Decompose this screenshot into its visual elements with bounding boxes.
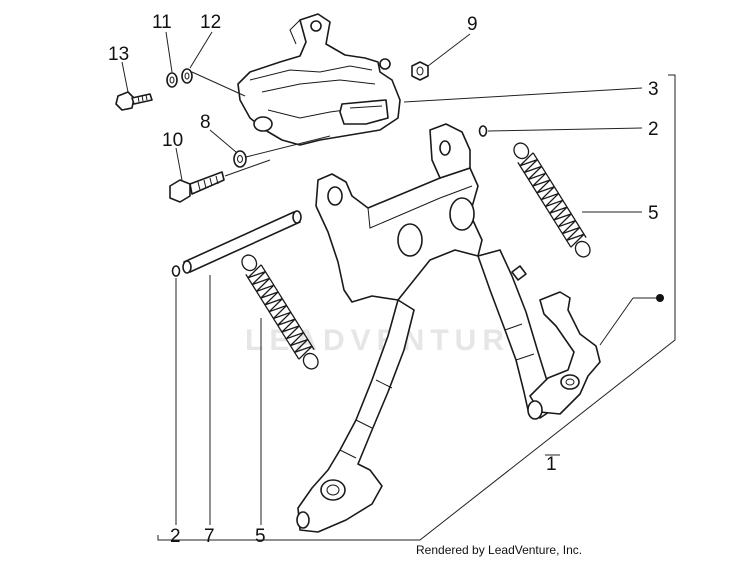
washer-8-part (233, 150, 247, 168)
leader-8 (209, 129, 237, 153)
spring-5-left-part (241, 254, 319, 370)
leader-12 (189, 31, 213, 69)
leader-8b (245, 135, 331, 158)
leader-dot (656, 294, 664, 302)
callout-2-lower: 2 (170, 526, 181, 547)
callout-9: 9 (467, 14, 478, 35)
leader-stand (599, 297, 634, 346)
callout-5-left: 5 (255, 526, 266, 547)
bolt-10-part (169, 171, 225, 203)
mount-bracket-part (237, 13, 401, 146)
spring-5-right-part (513, 142, 591, 258)
leader-10 (175, 147, 183, 181)
leader-9 (427, 33, 471, 67)
nut-9-part (411, 61, 429, 81)
assembly-bracket-line (157, 74, 676, 541)
callout-8: 8 (200, 112, 211, 133)
leader-2-upper (487, 127, 643, 132)
washer-12-part (181, 68, 193, 84)
leader-12b (191, 71, 246, 97)
leader-3 (403, 87, 643, 103)
callout-2-upper: 2 (648, 119, 659, 140)
clip-2-lower-part (171, 265, 181, 277)
callout-5-right: 5 (648, 203, 659, 224)
footer-credit: Rendered by LeadVenture, Inc. (416, 543, 582, 557)
center-stand-part (296, 123, 601, 533)
callout-10: 10 (162, 130, 183, 151)
washer-11-part (166, 72, 178, 88)
shaft-7-part (182, 210, 302, 274)
leader-11 (165, 31, 173, 73)
leader-10b (224, 159, 271, 177)
callout-13: 13 (108, 44, 129, 65)
callout-11: 11 (152, 12, 172, 33)
callout-12: 12 (200, 12, 221, 33)
callout-3: 3 (648, 79, 659, 100)
bolt-13-part (115, 91, 153, 111)
callout-7: 7 (204, 526, 215, 547)
clip-2-upper-part (478, 125, 488, 137)
leader-13 (121, 61, 129, 93)
callout-1: 1 (546, 454, 557, 475)
